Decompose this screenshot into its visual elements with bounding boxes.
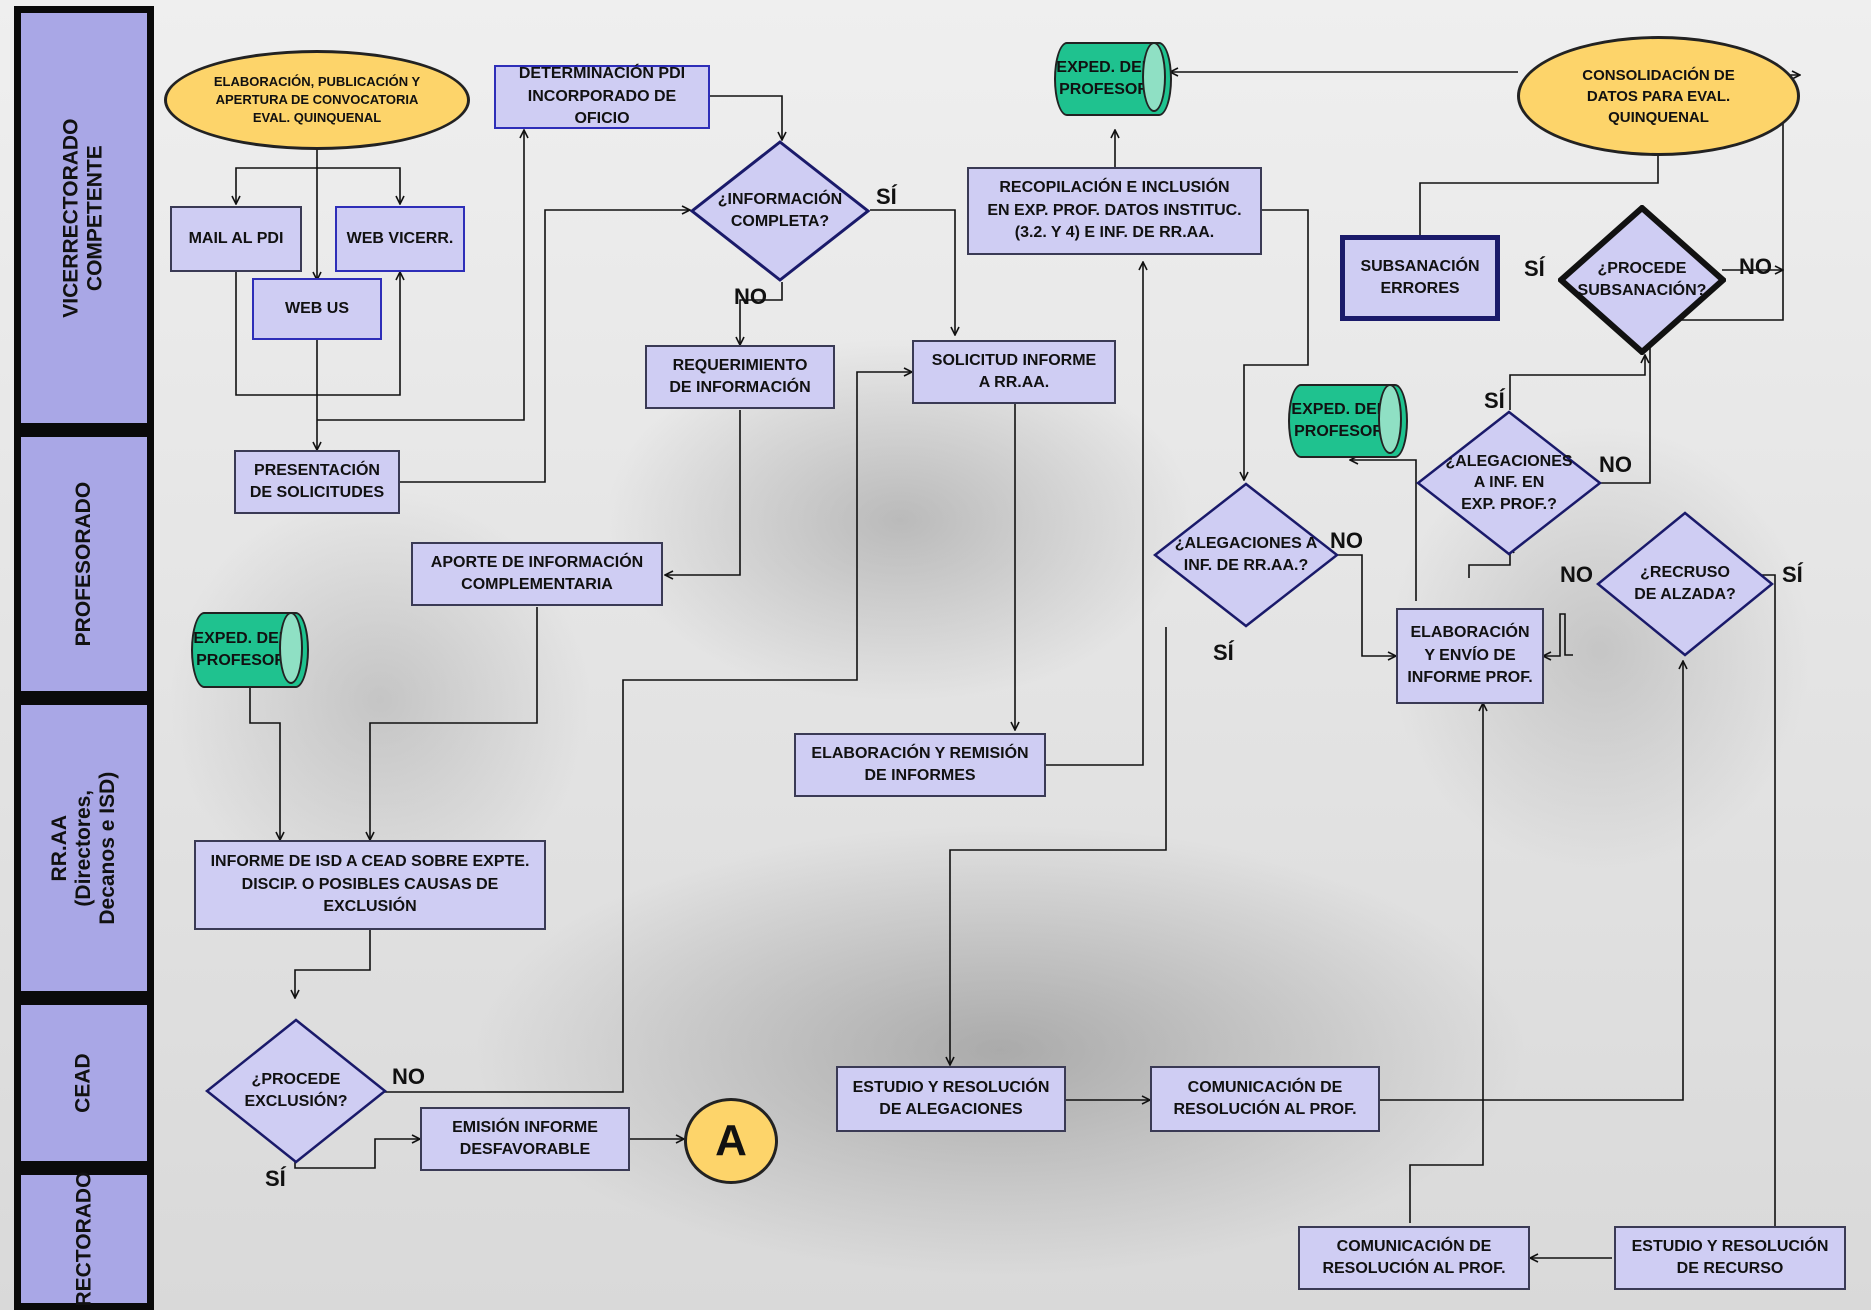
presentacion-solicitudes-box: PRESENTACIÓN DE SOLICITUDES xyxy=(234,450,400,514)
informacion-completa-text: ¿INFORMACIÓN COMPLETA? xyxy=(717,191,843,230)
label-si-alegaciones-exp: SÍ xyxy=(1484,388,1505,413)
web-us-box: WEB US xyxy=(252,278,382,340)
elaboracion-remision-box: ELABORACIÓN Y REMISIÓN DE INFORMES xyxy=(794,733,1046,797)
lane-profesorado: PROFESORADO xyxy=(14,430,154,698)
alegaciones-exp-prof-decision: ¿ALEGACIONES A INF. EN EXP. PROF.? xyxy=(1416,410,1602,556)
comunicacion-resolucion-box-1: COMUNICACIÓN DE RESOLUCIÓN AL PROF. xyxy=(1150,1066,1380,1132)
aporte-informacion-box: APORTE DE INFORMACIÓN COMPLEMENTARIA xyxy=(411,542,663,606)
label-si-alegaciones-rraa: SÍ xyxy=(1213,640,1234,665)
lane-rraa: RR.AA (Directores, Decanos e ISD) xyxy=(14,698,154,998)
alegaciones-exp-prof-text: ¿ALEGACIONES A INF. EN EXP. PROF.? xyxy=(1445,452,1573,513)
solicitud-informe-box: SOLICITUD INFORME A RR.AA. xyxy=(912,340,1116,404)
informe-isd-box: INFORME DE ISD A CEAD SOBRE EXPTE. DISCI… xyxy=(194,840,546,930)
lane-vicerrectorado: VICERRECTORADO COMPETENTE xyxy=(14,6,154,430)
label-no-informacion: NO xyxy=(734,284,767,309)
alegaciones-rraa-decision: ¿ALEGACIONES A INF. DE RR.AA.? xyxy=(1153,482,1339,628)
consolidacion-terminal: CONSOLIDACIÓN DE DATOS PARA EVAL. QUINQU… xyxy=(1517,36,1800,156)
recurso-alzada-text: ¿RECRUSO DE ALZADA? xyxy=(1634,564,1736,603)
alegaciones-rraa-text: ¿ALEGACIONES A INF. DE RR.AA.? xyxy=(1174,535,1318,574)
label-si-subsanacion: SÍ xyxy=(1524,256,1545,281)
procede-subsanacion-text: ¿PROCEDE SUBSANACIÓN? xyxy=(1577,260,1707,299)
label-no-alegaciones-rraa: NO xyxy=(1330,528,1363,553)
exped-profesor-storage-2: EXPED. DEL PROFESOR xyxy=(1054,42,1172,116)
label-no-alegaciones-exp: NO xyxy=(1599,452,1632,477)
recurso-alzada-decision: ¿RECRUSO DE ALZADA? xyxy=(1596,511,1774,657)
requerimiento-informacion-box: REQUERIMIENTO DE INFORMACIÓN xyxy=(645,345,835,409)
label-no-subsanacion: NO xyxy=(1739,254,1772,279)
label-si-informacion: SÍ xyxy=(876,184,897,209)
mail-pdi-box: MAIL AL PDI xyxy=(170,206,302,272)
comunicacion-resolucion-box-2: COMUNICACIÓN DE RESOLUCIÓN AL PROF. xyxy=(1298,1226,1530,1290)
procede-exclusion-text: ¿PROCEDE EXCLUSIÓN? xyxy=(244,1071,348,1110)
label-no-recurso: NO xyxy=(1560,562,1593,587)
lane-rectorado: RECTORADO xyxy=(14,1168,154,1310)
exped-profesor-storage-3: EXPED. DEL PROFESOR xyxy=(1288,384,1408,458)
procede-exclusion-decision: ¿PROCEDE EXCLUSIÓN? xyxy=(205,1018,387,1164)
elaboracion-convocatoria-terminal: ELABORACIÓN, PUBLICACIÓN Y APERTURA DE C… xyxy=(164,50,470,150)
label-no-exclusion: NO xyxy=(392,1064,425,1089)
web-vicerr-box: WEB VICERR. xyxy=(335,206,465,272)
procede-subsanacion-decision: ¿PROCEDE SUBSANACIÓN? xyxy=(1558,205,1726,355)
label-si-exclusion: SÍ xyxy=(265,1166,286,1191)
recopilacion-box: RECOPILACIÓN E INCLUSIÓN EN EXP. PROF. D… xyxy=(967,167,1262,255)
emision-informe-box: EMISIÓN INFORME DESFAVORABLE xyxy=(420,1107,630,1171)
estudio-recurso-box: ESTUDIO Y RESOLUCIÓN DE RECURSO xyxy=(1614,1226,1846,1290)
exped-profesor-storage-1: EXPED. DEL PROFESOR xyxy=(191,612,309,688)
estudio-alegaciones-box: ESTUDIO Y RESOLUCIÓN DE ALEGACIONES xyxy=(836,1066,1066,1132)
elaboracion-envio-box: ELABORACIÓN Y ENVÍO DE INFORME PROF. xyxy=(1396,608,1544,704)
subsanacion-errores-box: SUBSANACIÓN ERRORES xyxy=(1340,235,1500,321)
lane-cead: CEAD xyxy=(14,998,154,1168)
label-si-recurso: SÍ xyxy=(1782,562,1803,587)
informacion-completa-decision: ¿INFORMACIÓN COMPLETA? xyxy=(690,140,870,282)
conector-a: A xyxy=(684,1098,778,1184)
determinacion-pdi-box: DETERMINACIÓN PDI INCORPORADO DE OFICIO xyxy=(494,65,710,129)
